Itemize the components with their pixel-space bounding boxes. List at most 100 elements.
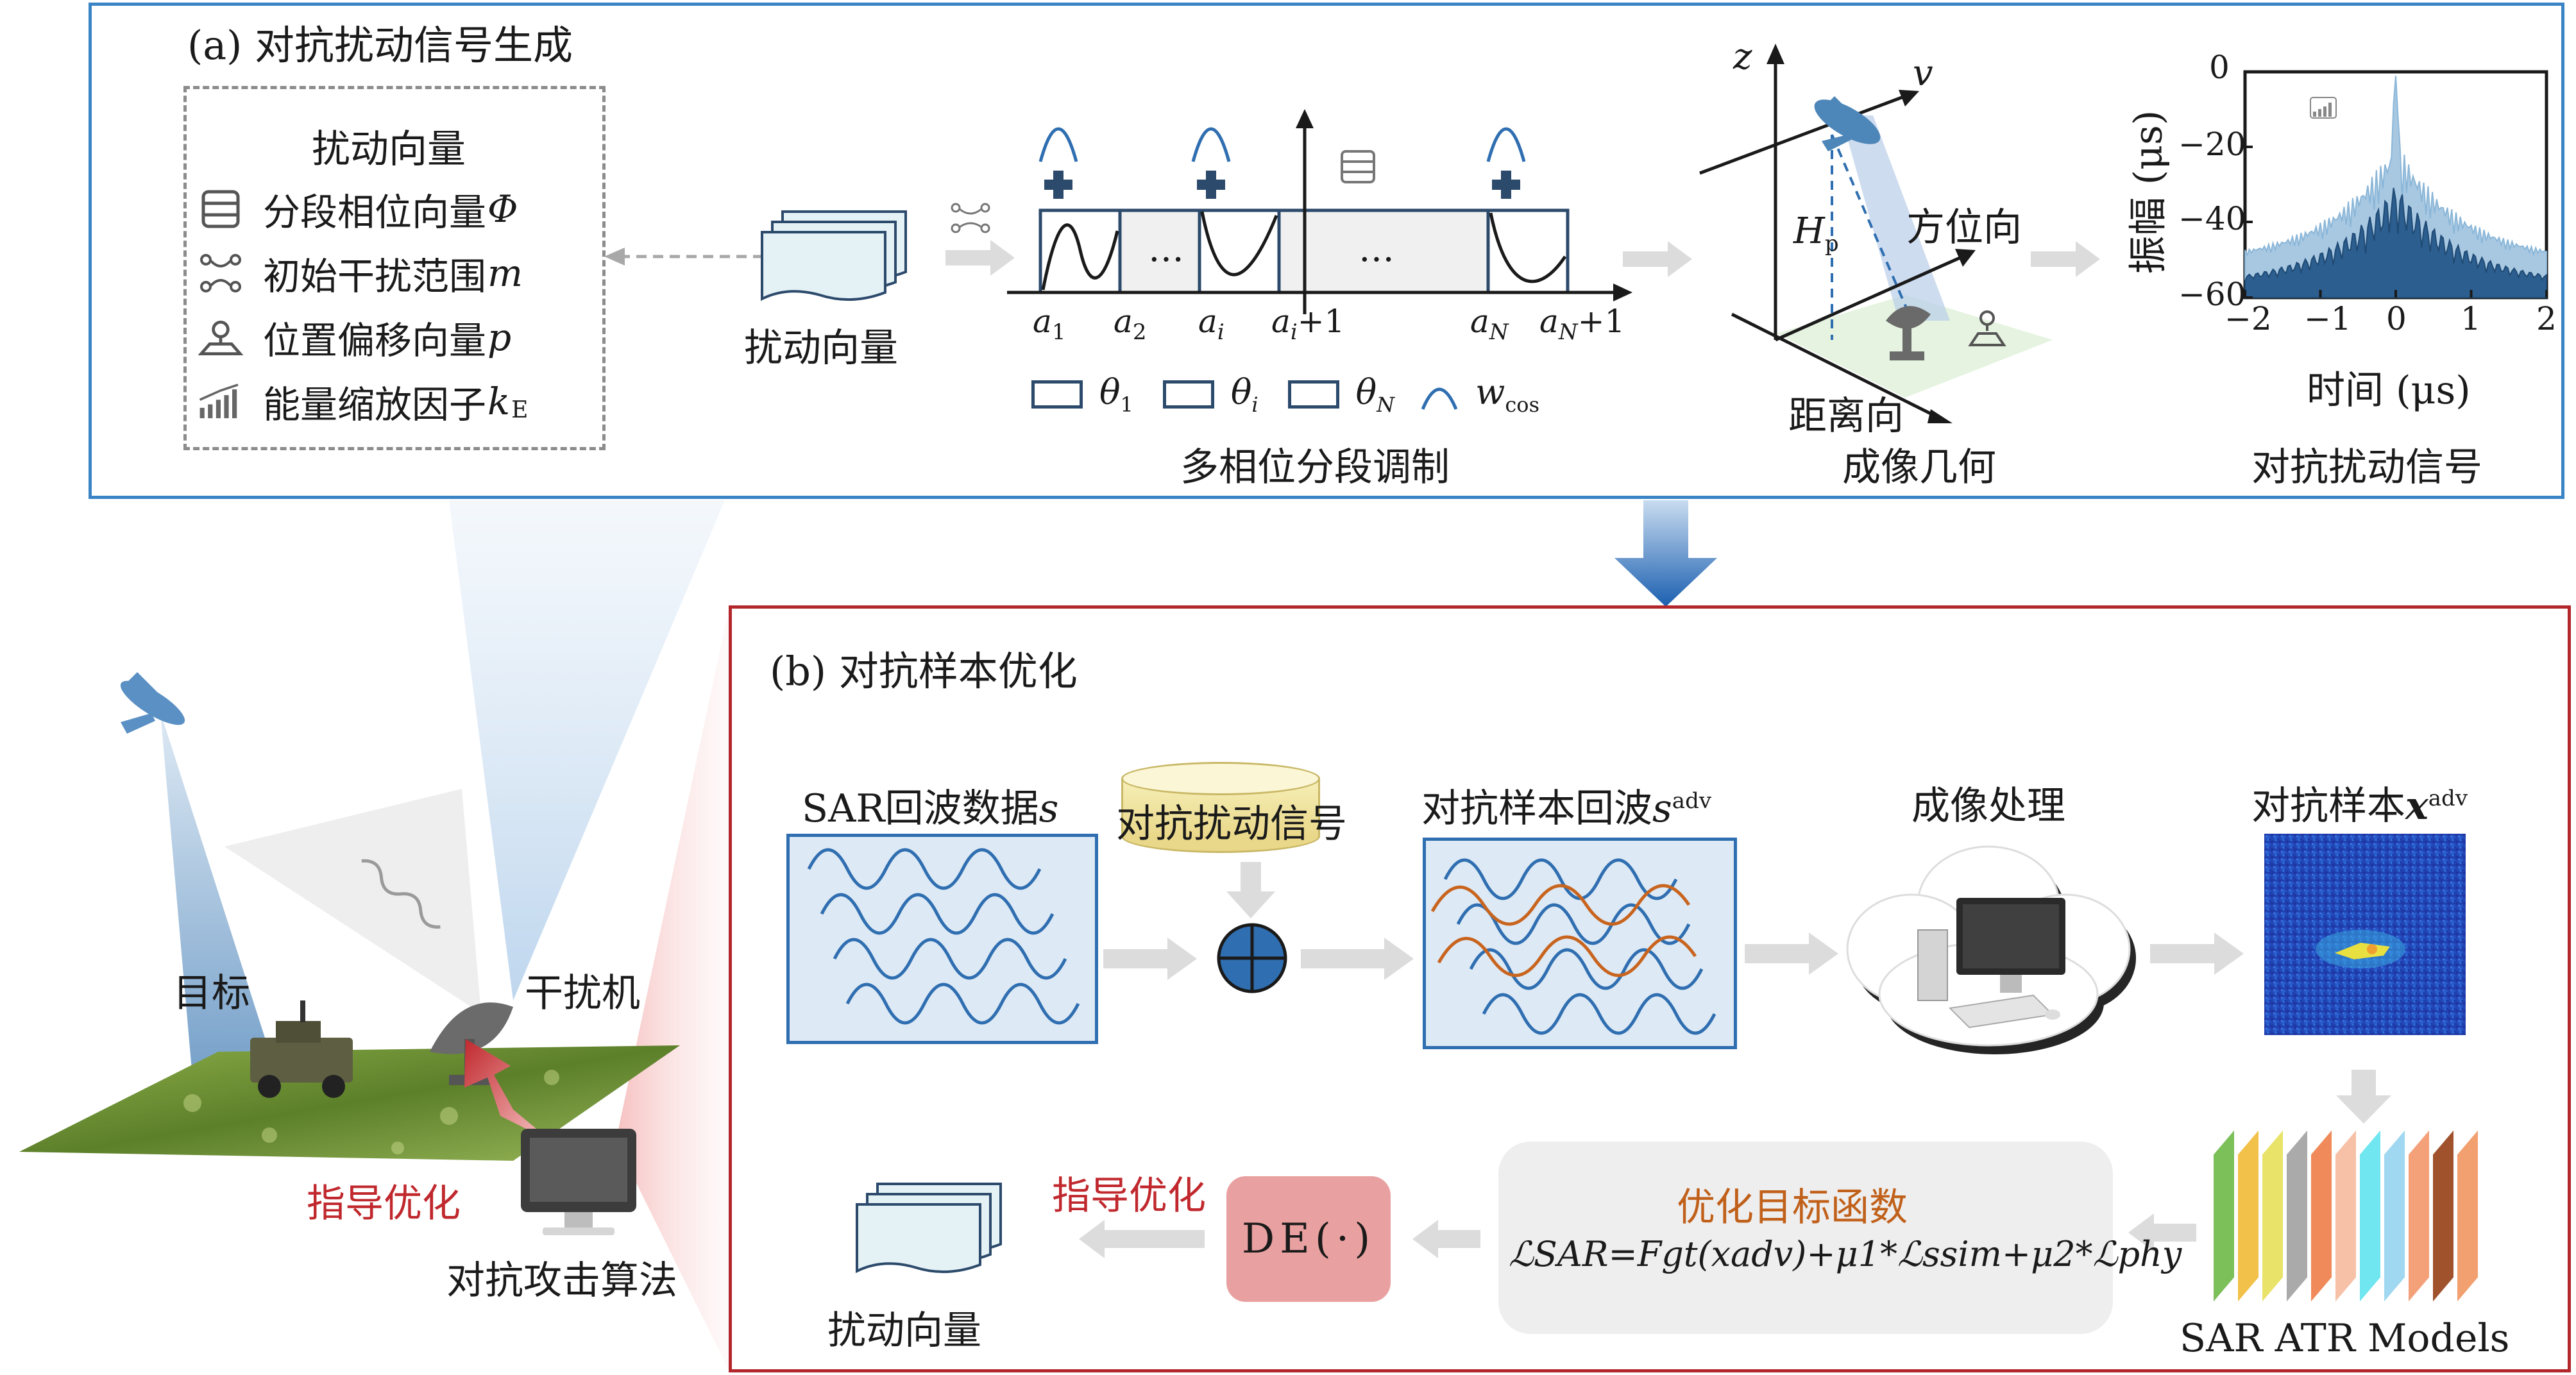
interference-range-icon (951, 203, 990, 233)
flow-arrow (1745, 932, 1838, 975)
dashed-arrow-left (604, 248, 763, 266)
model-layer (2383, 1127, 2406, 1305)
flow-arrow-left (1079, 1220, 1205, 1258)
tick-ai-plus: ai+1 (1271, 303, 1345, 345)
legend-symbol-range: m (487, 251, 523, 295)
model-layer (2285, 1127, 2309, 1305)
axis-z-label: z (1733, 36, 1752, 78)
flow-arrow (1103, 938, 1197, 980)
flow-arrow (1301, 938, 1414, 980)
legend-title: 扰动向量 (312, 127, 466, 172)
model-layer (2407, 1127, 2430, 1305)
model-layer (2359, 1127, 2382, 1305)
model-layer (2237, 1127, 2260, 1305)
scene-guide-label: 指导优化 (307, 1181, 461, 1226)
wcos-swatch (1421, 387, 1458, 410)
perturb-vector-label: 扰动向量 (744, 326, 898, 371)
objective-function-box (1498, 1142, 2113, 1334)
chart-caption: 对抗扰动信号 (2251, 445, 2482, 490)
legend-symbol-offset: p (487, 316, 512, 359)
ellipsis-1: … (1148, 228, 1184, 270)
chart-ytick-3: −60 (2178, 276, 2246, 313)
chart-xlabel: 时间 (μs) (2307, 368, 2471, 413)
chart-xtick-0: −2 (2224, 300, 2272, 337)
thetaN-swatch (1287, 380, 1339, 409)
model-layer (2212, 1127, 2235, 1305)
perturb-vector-doc-icon (856, 1183, 1002, 1274)
geometry-caption: 成像几何 (1842, 445, 1996, 490)
de-label: DE(·) (1241, 1215, 1376, 1263)
imaging-geometry-diagram (1699, 44, 2053, 423)
chart-xtick-3: 1 (2461, 300, 2481, 337)
legend-label-energy: 能量缩放因子 (263, 383, 487, 426)
imaging-cloud (1846, 845, 2136, 1054)
perturb-vector-doc-icon (761, 210, 907, 301)
adv-sample-image (2264, 834, 2466, 1035)
flow-arrow (2150, 932, 2244, 975)
chart-xtick-1: −1 (2304, 300, 2351, 337)
merge-arrow (1226, 862, 1275, 918)
attack-scene (19, 500, 730, 1372)
oplus-icon (1217, 923, 1287, 993)
modulation-legend: θ1 θi θN wcos (1031, 372, 1539, 417)
flow-arrow-left (2128, 1213, 2196, 1252)
flow-arrow-down (2336, 1070, 2391, 1124)
axis-v-label: v (1913, 53, 1933, 94)
sar-echo-box (786, 834, 1098, 1044)
sar-atr-models-icon (2212, 1127, 2479, 1305)
theta1-label: θ1 (1099, 372, 1133, 417)
thetai-swatch (1162, 380, 1214, 409)
panel-b-frame (729, 605, 2571, 1372)
chart-ytick-0: 0 (2209, 49, 2230, 86)
multiphase-modulation-diagram (1007, 109, 1632, 314)
chart-ytick-2: −40 (2178, 200, 2246, 237)
tick-a1: a1 (1033, 303, 1066, 345)
legend-label-phase: 分段相位向量 (263, 190, 487, 234)
de-optimizer-box: DE(·) (1226, 1176, 1391, 1302)
model-layer (2334, 1127, 2357, 1305)
attack-algorithm-label: 对抗攻击算法 (446, 1258, 677, 1303)
sar-echo-waves (807, 848, 1080, 1025)
legend-sub-energy: E (511, 396, 529, 423)
adv-sample-label: 对抗样本xadv (2251, 784, 2468, 829)
model-layer (2310, 1127, 2333, 1305)
wcos-label: wcos (1475, 372, 1539, 417)
panel-a-title: (a) 对抗扰动信号生成 (187, 22, 573, 69)
perturb-signal-cylinder (1121, 762, 1320, 853)
energy-scale-icon (198, 378, 244, 425)
legend-label-offset: 位置偏移向量 (263, 319, 487, 362)
azimuth-label: 方位向 (1906, 205, 2022, 250)
perturb-signal-label: 对抗扰动信号 (1116, 802, 1347, 847)
target-label: 目标 (173, 971, 250, 1016)
model-layer (2261, 1127, 2284, 1305)
down-arrow (1614, 500, 1717, 607)
modulation-caption: 多相位分段调制 (1180, 445, 1450, 490)
sar-echo-label: SAR回波数据s (802, 786, 1059, 831)
panel-a-frame (89, 3, 2564, 499)
chart-ylabel: 振幅 (μs) (2126, 110, 2171, 274)
height-label: Hp (1793, 210, 1839, 257)
ellipsis-2: … (1359, 228, 1394, 270)
tick-aN: aN (1470, 303, 1509, 345)
tick-aN-plus: aN+1 (1539, 303, 1625, 345)
flow-arrow (2031, 241, 2100, 277)
flow-arrow-left (1412, 1220, 1480, 1258)
adv-echo-label: 对抗样本回波sadv (1421, 786, 1712, 831)
range-label: 距离向 (1788, 394, 1904, 439)
adv-echo-waves (1430, 858, 1716, 1035)
flow-arrow (1623, 241, 1692, 277)
legend-symbol-energy: k (487, 380, 511, 423)
tick-ai: ai (1198, 303, 1224, 345)
chart-xtick-2: 0 (2386, 300, 2407, 337)
perturb-vector-legend (183, 86, 606, 450)
jammer-label: 干扰机 (525, 971, 640, 1016)
model-layer (2432, 1127, 2455, 1305)
theta1-swatch (1031, 380, 1083, 409)
objective-formula: ℒSAR=Fgt(xadv)+μ1*ℒssim+μ2*ℒphy (1509, 1234, 2182, 1274)
objective-title: 优化目标函数 (1677, 1185, 1908, 1230)
chart-xtick-4: 2 (2536, 300, 2557, 337)
imaging-label: 成像处理 (1911, 784, 2065, 829)
panel-b-perturb-vector-label: 扰动向量 (827, 1308, 981, 1353)
